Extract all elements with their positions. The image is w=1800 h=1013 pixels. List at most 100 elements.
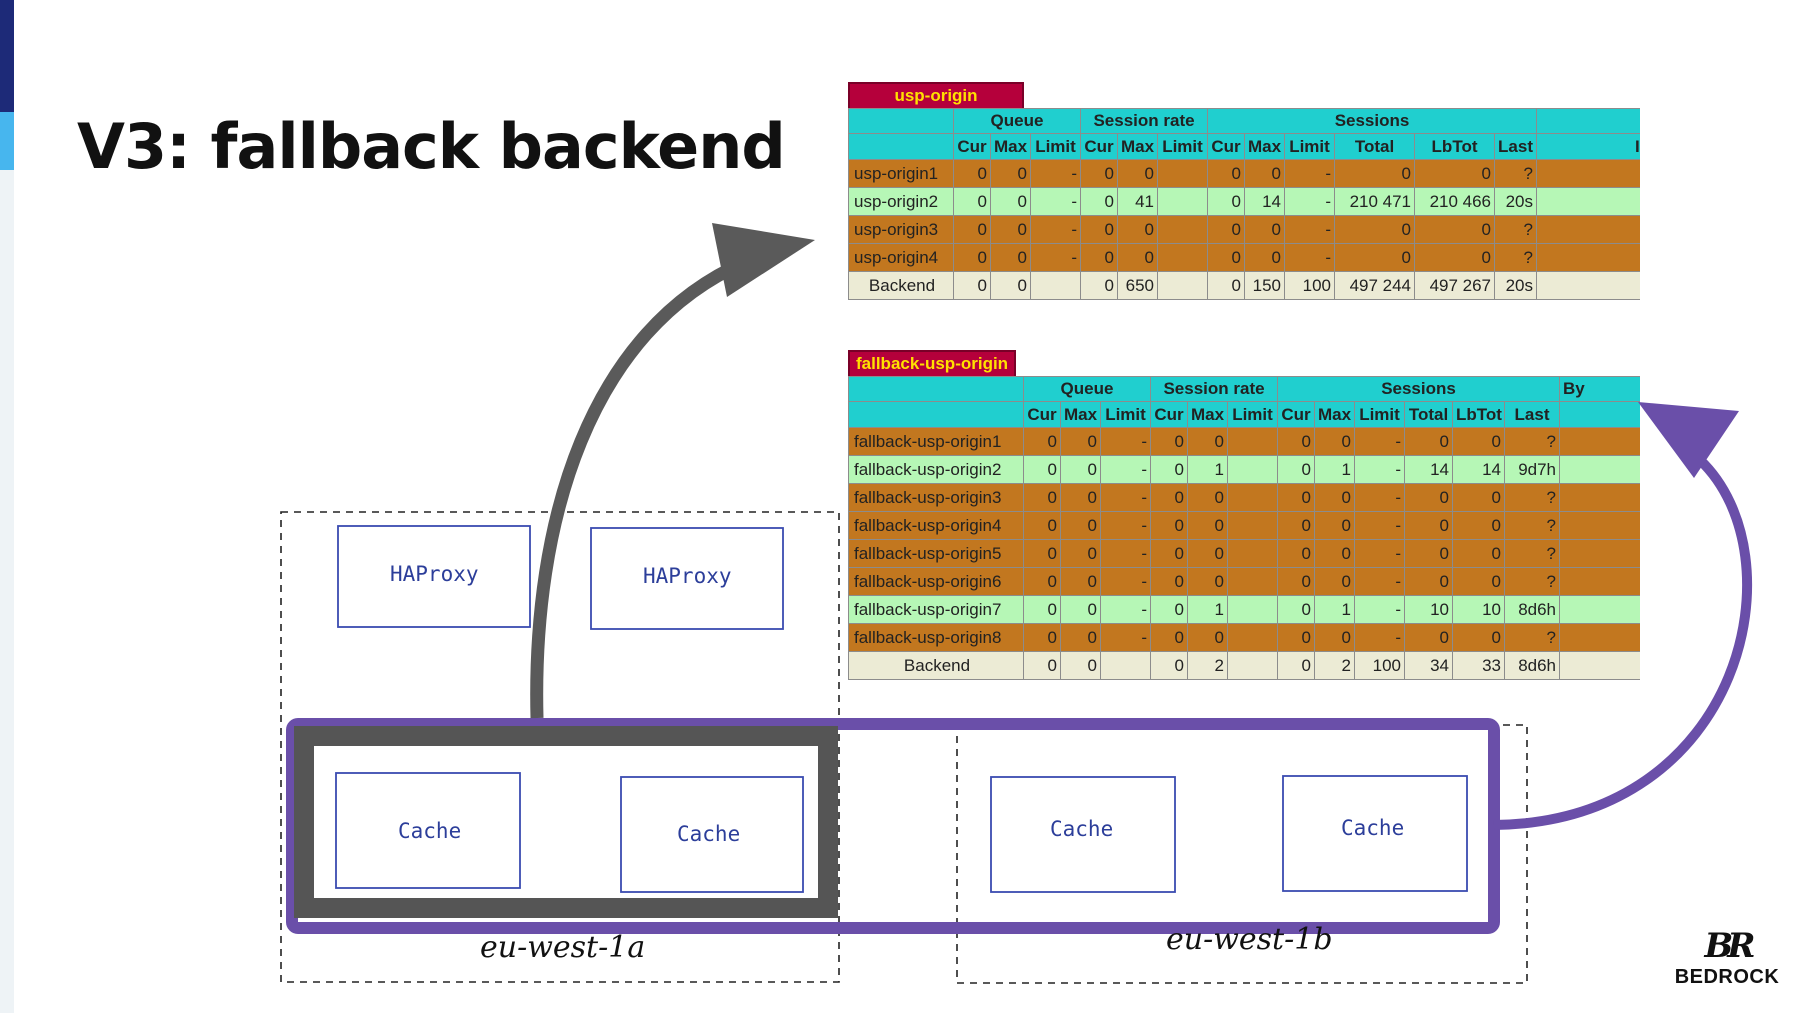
table-cell: - bbox=[1354, 511, 1406, 540]
slide-title: V3: fallback backend bbox=[77, 110, 786, 183]
table-cell: 650 bbox=[1117, 271, 1158, 300]
server-name: usp-origin3 bbox=[848, 215, 954, 244]
table-cell: 0 bbox=[1277, 427, 1316, 456]
table-cell: - bbox=[1030, 187, 1081, 216]
table-cell: 0 bbox=[1080, 243, 1118, 272]
table-cell: 0 bbox=[1023, 567, 1061, 596]
table-cell: 0 bbox=[1404, 427, 1454, 456]
table-cell: 0 bbox=[1187, 567, 1228, 596]
table-group-header: Queue Session rate Sessions bbox=[848, 108, 1640, 134]
server-name: fallback-usp-origin6 bbox=[848, 567, 1024, 596]
table-cell: ? bbox=[1504, 623, 1561, 652]
table-cell: 0 bbox=[1277, 651, 1316, 680]
table-cell: - bbox=[1354, 455, 1406, 484]
column-header: Max bbox=[1060, 401, 1101, 428]
table-cell: - bbox=[1284, 187, 1336, 216]
column-header: Cur bbox=[1277, 401, 1316, 428]
region-b-label: eu-west-1b bbox=[1166, 922, 1333, 957]
table-cell: 10 bbox=[1452, 595, 1506, 624]
table-cell: - bbox=[1284, 215, 1336, 244]
table-cell bbox=[1226, 595, 1279, 624]
column-header: Total bbox=[1334, 133, 1416, 160]
table-cell: 0 bbox=[1414, 159, 1496, 188]
table-cell: - bbox=[1354, 483, 1406, 512]
table-cell bbox=[1100, 651, 1151, 680]
table-cell bbox=[1536, 159, 1640, 188]
table-cell bbox=[1226, 651, 1279, 680]
table-cell: 1 bbox=[1314, 595, 1356, 624]
server-name: usp-origin4 bbox=[848, 243, 954, 272]
table-cell: 0 bbox=[1334, 243, 1416, 272]
table-cell: 0 bbox=[1452, 483, 1506, 512]
table-cell: 0 bbox=[1023, 595, 1061, 624]
purple-cache-group bbox=[286, 718, 1500, 934]
column-header: Limit bbox=[1354, 401, 1406, 428]
table-cell: 0 bbox=[1452, 539, 1506, 568]
table-cell: 0 bbox=[1452, 623, 1506, 652]
table-cell: - bbox=[1030, 215, 1081, 244]
header-blank bbox=[848, 133, 954, 160]
table-cell bbox=[1156, 215, 1209, 244]
table-cell: 1 bbox=[1314, 455, 1356, 484]
table-cell bbox=[1226, 539, 1279, 568]
table-cell: 0 bbox=[1414, 243, 1496, 272]
table-cell: 0 bbox=[1244, 159, 1286, 188]
purple-arrowhead bbox=[1638, 402, 1739, 478]
table-cell bbox=[1226, 623, 1279, 652]
table-cell: 9d7h bbox=[1504, 455, 1561, 484]
group-session-rate: Session rate bbox=[1079, 108, 1209, 134]
table-cell: 0 bbox=[1452, 511, 1506, 540]
table-cell: ? bbox=[1504, 567, 1561, 596]
server-name: fallback-usp-origin3 bbox=[848, 483, 1024, 512]
group-queue: Queue bbox=[1023, 376, 1151, 402]
table-cell: 150 bbox=[1244, 271, 1286, 300]
table-cell: 0 bbox=[1060, 651, 1101, 680]
server-name: fallback-usp-origin5 bbox=[848, 539, 1024, 568]
table-cell: - bbox=[1354, 427, 1406, 456]
table-cell: 0 bbox=[1314, 483, 1356, 512]
table-cell: ? bbox=[1504, 511, 1561, 540]
table-cell: 0 bbox=[1117, 215, 1158, 244]
table-cell: - bbox=[1284, 159, 1336, 188]
haproxy-label-1: HAProxy bbox=[390, 562, 479, 586]
table-cell bbox=[1226, 567, 1279, 596]
column-header: Cur bbox=[1023, 401, 1061, 428]
table-cell: 0 bbox=[1150, 483, 1188, 512]
table-cell: - bbox=[1354, 595, 1406, 624]
gray-cache-group bbox=[294, 726, 838, 918]
table-cell: 232 201 9 bbox=[1536, 271, 1640, 300]
table-cell: 0 bbox=[1277, 567, 1316, 596]
table-cell: - bbox=[1100, 567, 1151, 596]
table-cell: 0 bbox=[1150, 623, 1188, 652]
gray-arrowhead bbox=[712, 223, 815, 297]
table-cell: 0 bbox=[1314, 511, 1356, 540]
table-cell bbox=[1536, 243, 1640, 272]
table-cell: 0 bbox=[1559, 511, 1640, 540]
accent-bar-dark bbox=[0, 0, 14, 112]
table-cell: 8d6h bbox=[1504, 651, 1561, 680]
table-cell: 3 406 bbox=[1559, 595, 1640, 624]
column-header: In bbox=[1536, 133, 1640, 160]
table-cell: - bbox=[1100, 427, 1151, 456]
table-cell: 0 bbox=[1187, 511, 1228, 540]
table-cell: 0 bbox=[1207, 215, 1246, 244]
table-cell: - bbox=[1100, 455, 1151, 484]
table-cell: 0 bbox=[1080, 159, 1118, 188]
usp-origin-stats-table: usp-origin Queue Session rate Sessions C… bbox=[848, 82, 1640, 300]
table-cell: 0 bbox=[990, 159, 1031, 188]
table-cell: 0 bbox=[1559, 539, 1640, 568]
column-header: Cur bbox=[1080, 133, 1118, 160]
table-cell: 0 bbox=[1023, 483, 1061, 512]
table-cell: 0 bbox=[1277, 483, 1316, 512]
table-cell: 0 bbox=[953, 243, 991, 272]
table-cell bbox=[1156, 187, 1209, 216]
cache-label-4: Cache bbox=[1341, 816, 1405, 840]
column-header: Max bbox=[1314, 401, 1356, 428]
table-cell: 0 bbox=[1334, 159, 1416, 188]
table-cell: 0 bbox=[1150, 455, 1188, 484]
table-cell: 0 bbox=[1559, 483, 1640, 512]
